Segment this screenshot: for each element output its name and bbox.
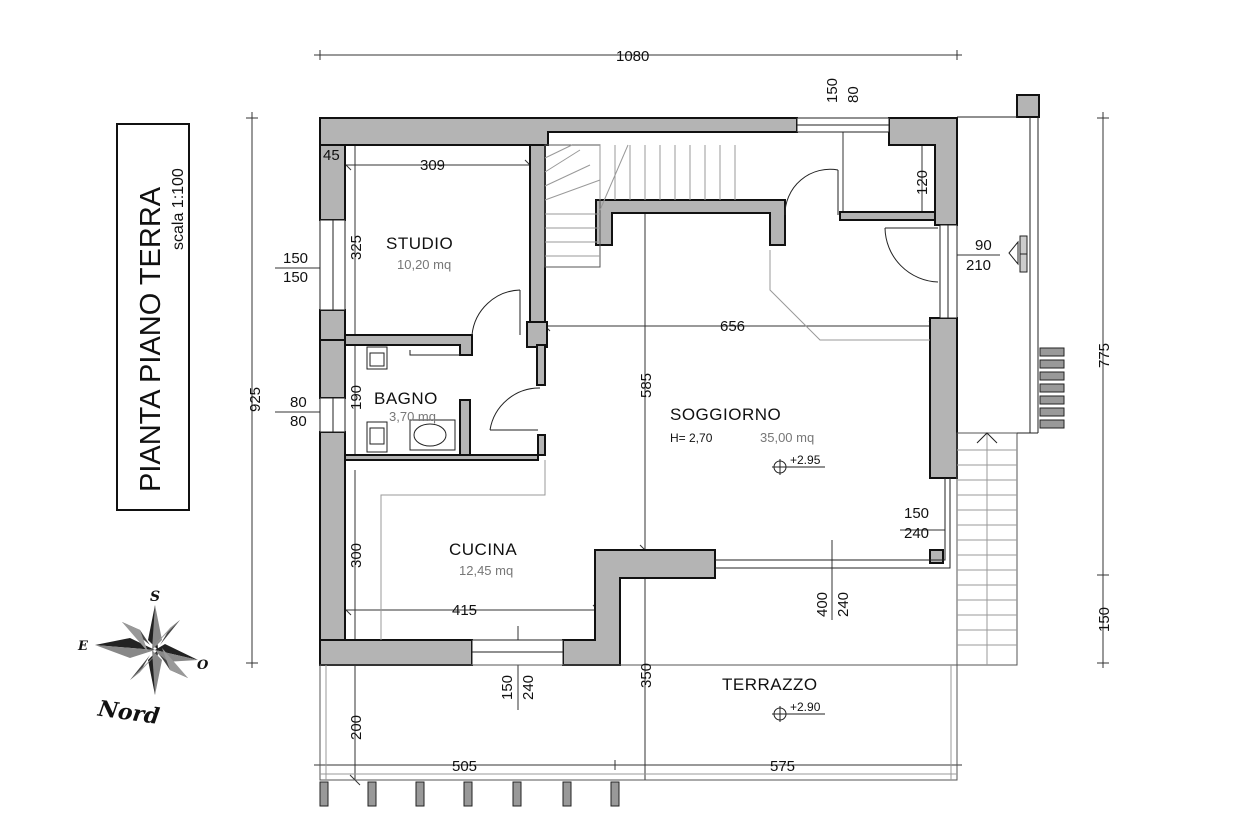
title-frame [116,123,190,511]
dim-right-upper: 775 [1096,343,1113,368]
plan-title: PIANTA PIANO TERRA [135,186,167,492]
dim-soggiorno-height: 585 [638,373,655,398]
interior-lines [319,250,958,807]
dim-win-top-b: 80 [845,86,862,103]
dim-cucina-height: 300 [348,543,365,568]
dim-total-height: 925 [247,387,264,412]
level-marker-icon-soggiorno [772,459,825,475]
dim-door-right-b: 210 [966,257,991,274]
dim-total-width: 1080 [616,48,649,65]
level-marker-icon-terrazzo [772,706,825,722]
dim-win-top-a: 150 [824,78,841,103]
dim-studio-win-a: 150 [283,250,308,267]
entrance-marker-icon [1008,235,1028,273]
dim-right-open-a: 150 [904,505,929,522]
stairs [544,116,1065,666]
room-cucina-name: CUCINA [449,540,517,559]
doors [409,168,939,431]
walls [319,94,1040,666]
room-terrazzo-name: TERRAZZO [722,675,818,694]
room-soggiorno-name: SOGGIORNO [670,405,781,424]
compass-s: S [150,589,160,605]
dim-door-right-a: 90 [975,237,992,254]
room-bagno-area: 3,70 mq [389,409,436,424]
compass-icon [95,605,198,695]
dim-win-top-depth: 120 [914,170,931,195]
dim-bottom-win-a: 150 [499,675,516,700]
room-studio-area: 10,20 mq [397,257,451,272]
compass-e: E [77,639,89,654]
dim-studio-height: 325 [348,235,365,260]
dim-right-open-b: 240 [904,525,929,542]
room-cucina-area: 12,45 mq [459,563,513,578]
room-soggiorno-height: H= 2,70 [670,431,713,445]
dim-bottom-win-b: 240 [520,675,537,700]
dimension-lines [246,50,1109,786]
room-soggiorno-area: 35,00 mq [760,430,814,445]
dim-cucina-width: 415 [452,602,477,619]
dim-wall-45: 45 [323,147,340,164]
room-bagno-name: BAGNO [374,389,438,408]
dim-right-lower: 150 [1096,607,1113,632]
dim-terrace-right: 575 [770,758,795,775]
compass-north-label: Nord [95,696,161,730]
level-soggiorno: +2.95 [790,453,821,467]
dim-bagno-win-a: 80 [290,394,307,411]
room-studio-name: STUDIO [386,234,453,253]
dim-bagno-win-b: 80 [290,413,307,430]
dim-terrace-depth-left: 200 [348,715,365,740]
level-terrazzo: +2.90 [790,700,821,714]
dim-terrace-left: 505 [452,758,477,775]
windows [319,117,958,666]
dim-studio-win-b: 150 [283,269,308,286]
dim-bagno-height: 190 [348,385,365,410]
dim-studio-width: 309 [420,157,445,174]
dim-terrace-depth-mid: 350 [638,663,655,688]
dim-terrace-open-a: 400 [814,592,831,617]
dim-terrace-open-b: 240 [835,592,852,617]
bathroom-fixtures [366,346,456,453]
dim-soggiorno-width: 656 [720,318,745,335]
plan-scale: scala 1:100 [170,168,187,250]
compass-o: O [197,658,209,673]
